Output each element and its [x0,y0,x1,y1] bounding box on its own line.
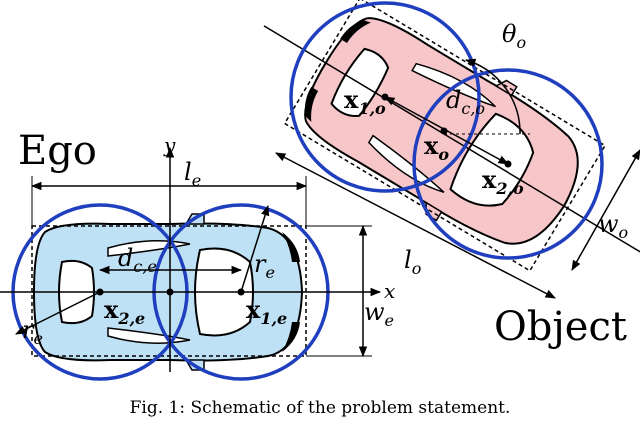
object-mirror-top [494,79,518,97]
object-label: Object [494,304,627,350]
ego-label: Ego [18,128,97,174]
x-axis-label: x [384,279,395,303]
object-x1-label: x1,o [344,85,386,118]
figure-caption: Fig. 1: Schematic of the problem stateme… [129,398,511,418]
object-length-label: lo [404,246,421,278]
y-axis-label: y [163,133,176,157]
ego-x2-point [96,288,104,296]
object-dc-label: dc,o [446,86,485,118]
object-width-label: wo [598,210,628,242]
ego-x2-label: x2,e [104,295,145,328]
object-x2-label: x2,o [482,165,524,198]
ego-dc-label: dc,e [118,244,157,276]
object-center-point [440,127,448,135]
ego-front-radius-label: re [254,250,275,282]
object-headlight-bottom [304,86,319,122]
ego-length-label: le [184,158,201,190]
object-x1-point [381,93,389,101]
ego-x1-label: x1,e [246,295,287,328]
ego-headlight-bottom [282,322,300,352]
object-rear-window [330,47,390,117]
ego-front-radius [240,204,270,293]
ego-width-label: we [364,298,394,330]
ego-rear-radius-label: re [22,316,43,348]
ego-x1-point [237,288,245,296]
schematic-diagram: Ego Object x y le we re re dc,e x2,e x1,… [0,0,640,381]
object-headlight-top [340,20,372,44]
object-x2-point [504,160,512,168]
object-length-dimension [275,152,556,299]
ego-rear-radius [15,291,101,335]
ego-center-point [166,288,174,296]
object-theta-arc [464,58,521,135]
object-width-dimension [571,149,640,271]
object-theta-label: θo [502,20,526,52]
object-center-label: xo [424,131,449,164]
